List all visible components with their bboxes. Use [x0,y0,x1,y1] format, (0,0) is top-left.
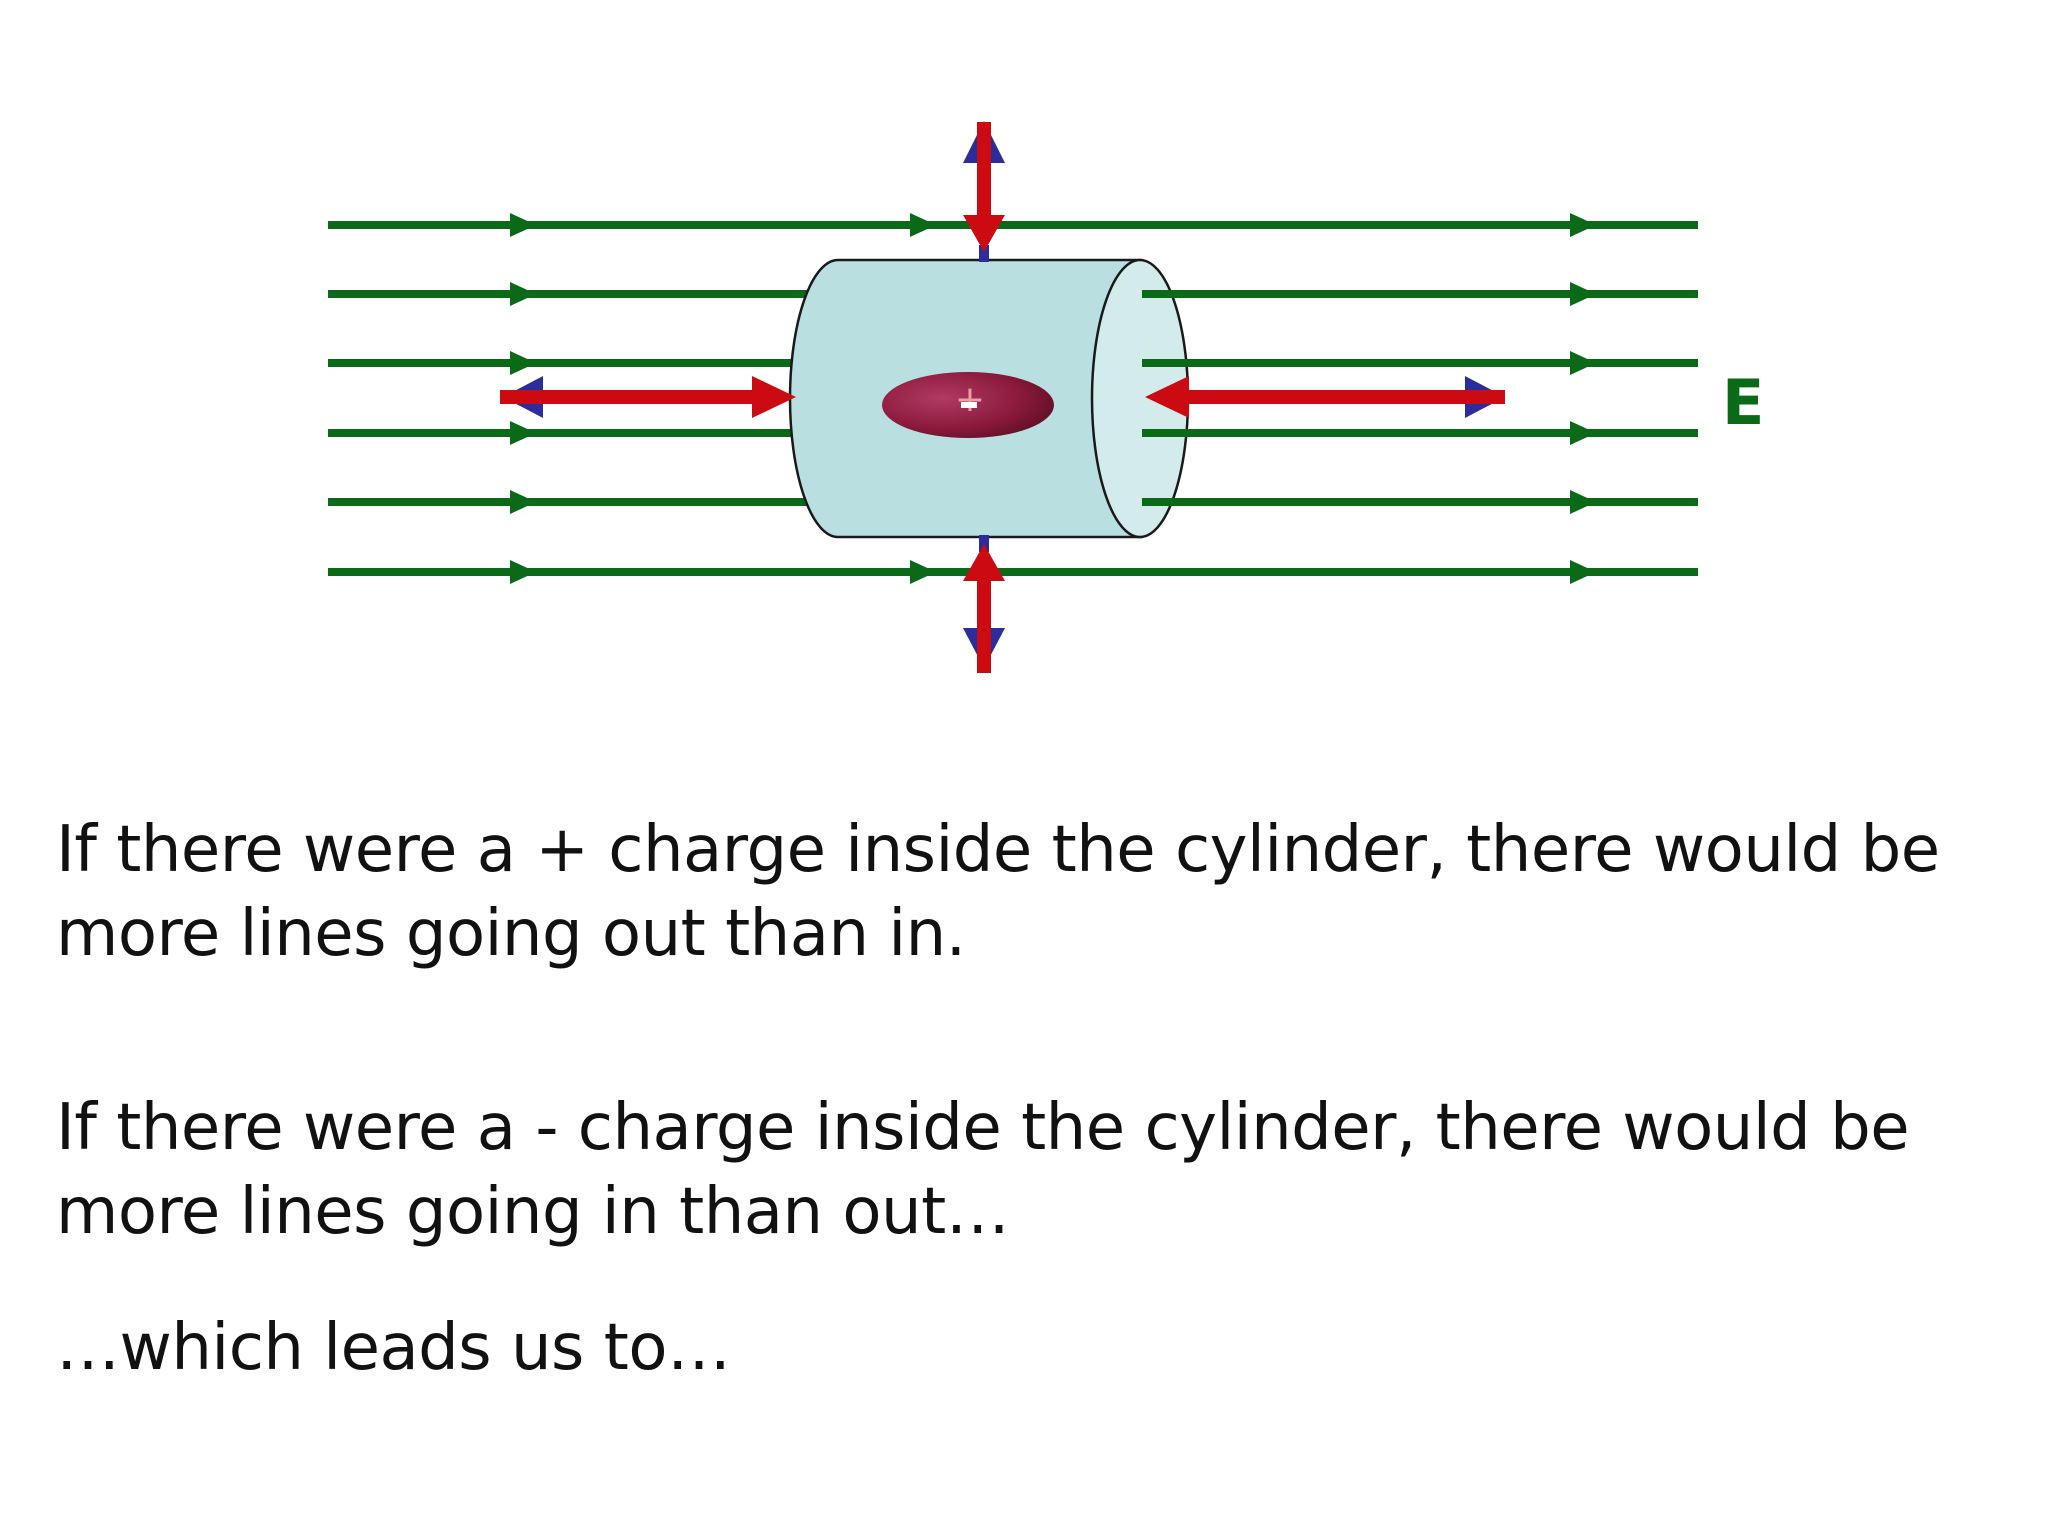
flux-left-arrowhead [752,376,796,418]
field-arrowhead [910,560,936,584]
field-arrowhead [510,560,536,584]
flux-right-arrowhead [1145,376,1189,418]
field-lines-through-cap [1142,290,1260,506]
flux-bottom-arrowhead [963,544,1005,581]
paragraph-positive-charge: If there were a + charge inside the cyli… [56,813,1940,971]
field-line-arrowheads [510,213,1596,584]
minus-sign [961,402,977,408]
paragraph-negative-charge: If there were a - charge inside the cyli… [56,1091,1910,1249]
field-arrowhead [510,421,536,445]
field-arrowhead [510,490,536,514]
field-arrowhead [510,213,536,237]
field-arrowhead [1570,351,1596,375]
field-arrowhead [1570,421,1596,445]
field-arrowhead [510,351,536,375]
plus-sign: + [955,379,985,420]
paragraph-leads-to: …which leads us to… [56,1311,731,1385]
field-arrowhead [1570,490,1596,514]
field-label-e: E [1722,366,1764,439]
field-arrowhead [1570,213,1596,237]
enclosed-charge: + [882,372,1054,438]
field-arrowhead [1570,282,1596,306]
flux-arrows [500,122,1505,673]
field-arrowhead [510,282,536,306]
gaussian-cylinder-diagram: + E [328,121,1764,673]
field-arrowhead [910,213,936,237]
flux-top-arrowhead [963,215,1005,252]
field-arrowhead [1570,560,1596,584]
